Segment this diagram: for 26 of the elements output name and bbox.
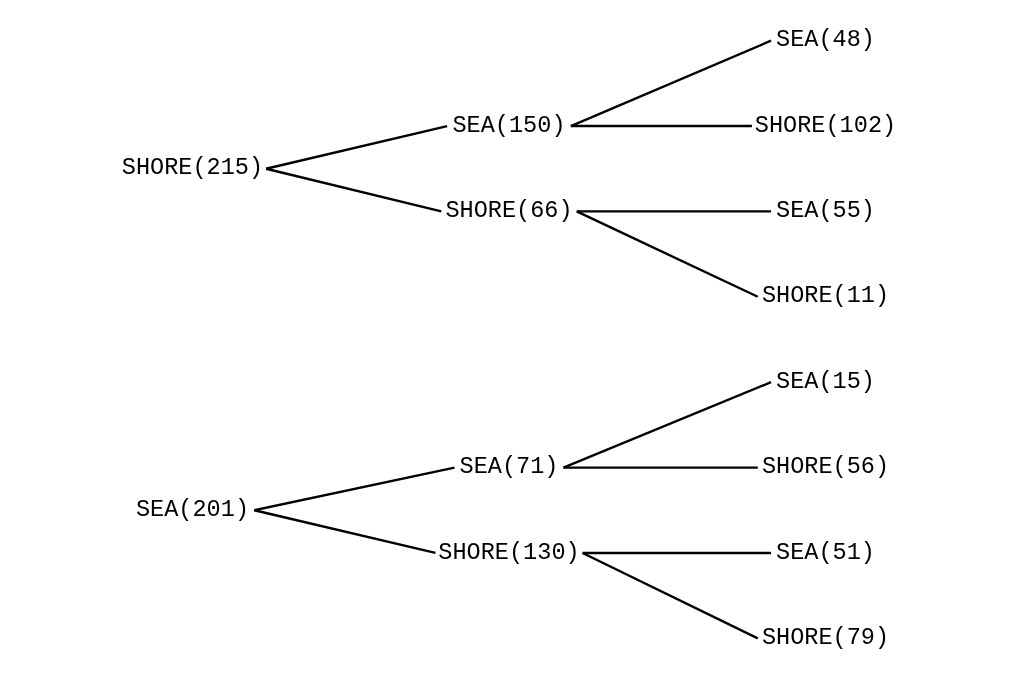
connector [570, 39, 772, 128]
node-text: SEA(51) [776, 538, 875, 566]
connector [576, 210, 759, 298]
node-text: SHORE(56) [761, 453, 890, 481]
node-text: SEA(15) [776, 367, 875, 395]
node-text: SEA(150) [452, 111, 566, 139]
node-text: SHORE(130) [438, 538, 580, 566]
node-text: SHORE(66) [445, 197, 573, 225]
node-text: SEA(201) [135, 495, 250, 523]
connector [265, 167, 442, 213]
connector [254, 466, 455, 512]
connector [582, 551, 759, 640]
node-text: SHORE(11) [761, 282, 890, 310]
node-text: SHORE(79) [761, 623, 890, 651]
node-text: SEA(71) [459, 453, 559, 481]
connector [582, 551, 772, 555]
connector [265, 124, 448, 170]
connector [563, 466, 758, 469]
node-text: SEA(48) [776, 26, 875, 54]
connector [254, 509, 436, 555]
node-text: SHORE(215) [121, 154, 264, 182]
connector [563, 381, 772, 469]
node-text: SEA(55) [776, 197, 875, 225]
connector [570, 124, 752, 128]
node-text: SHORE(102) [754, 111, 897, 139]
connector [576, 210, 772, 213]
